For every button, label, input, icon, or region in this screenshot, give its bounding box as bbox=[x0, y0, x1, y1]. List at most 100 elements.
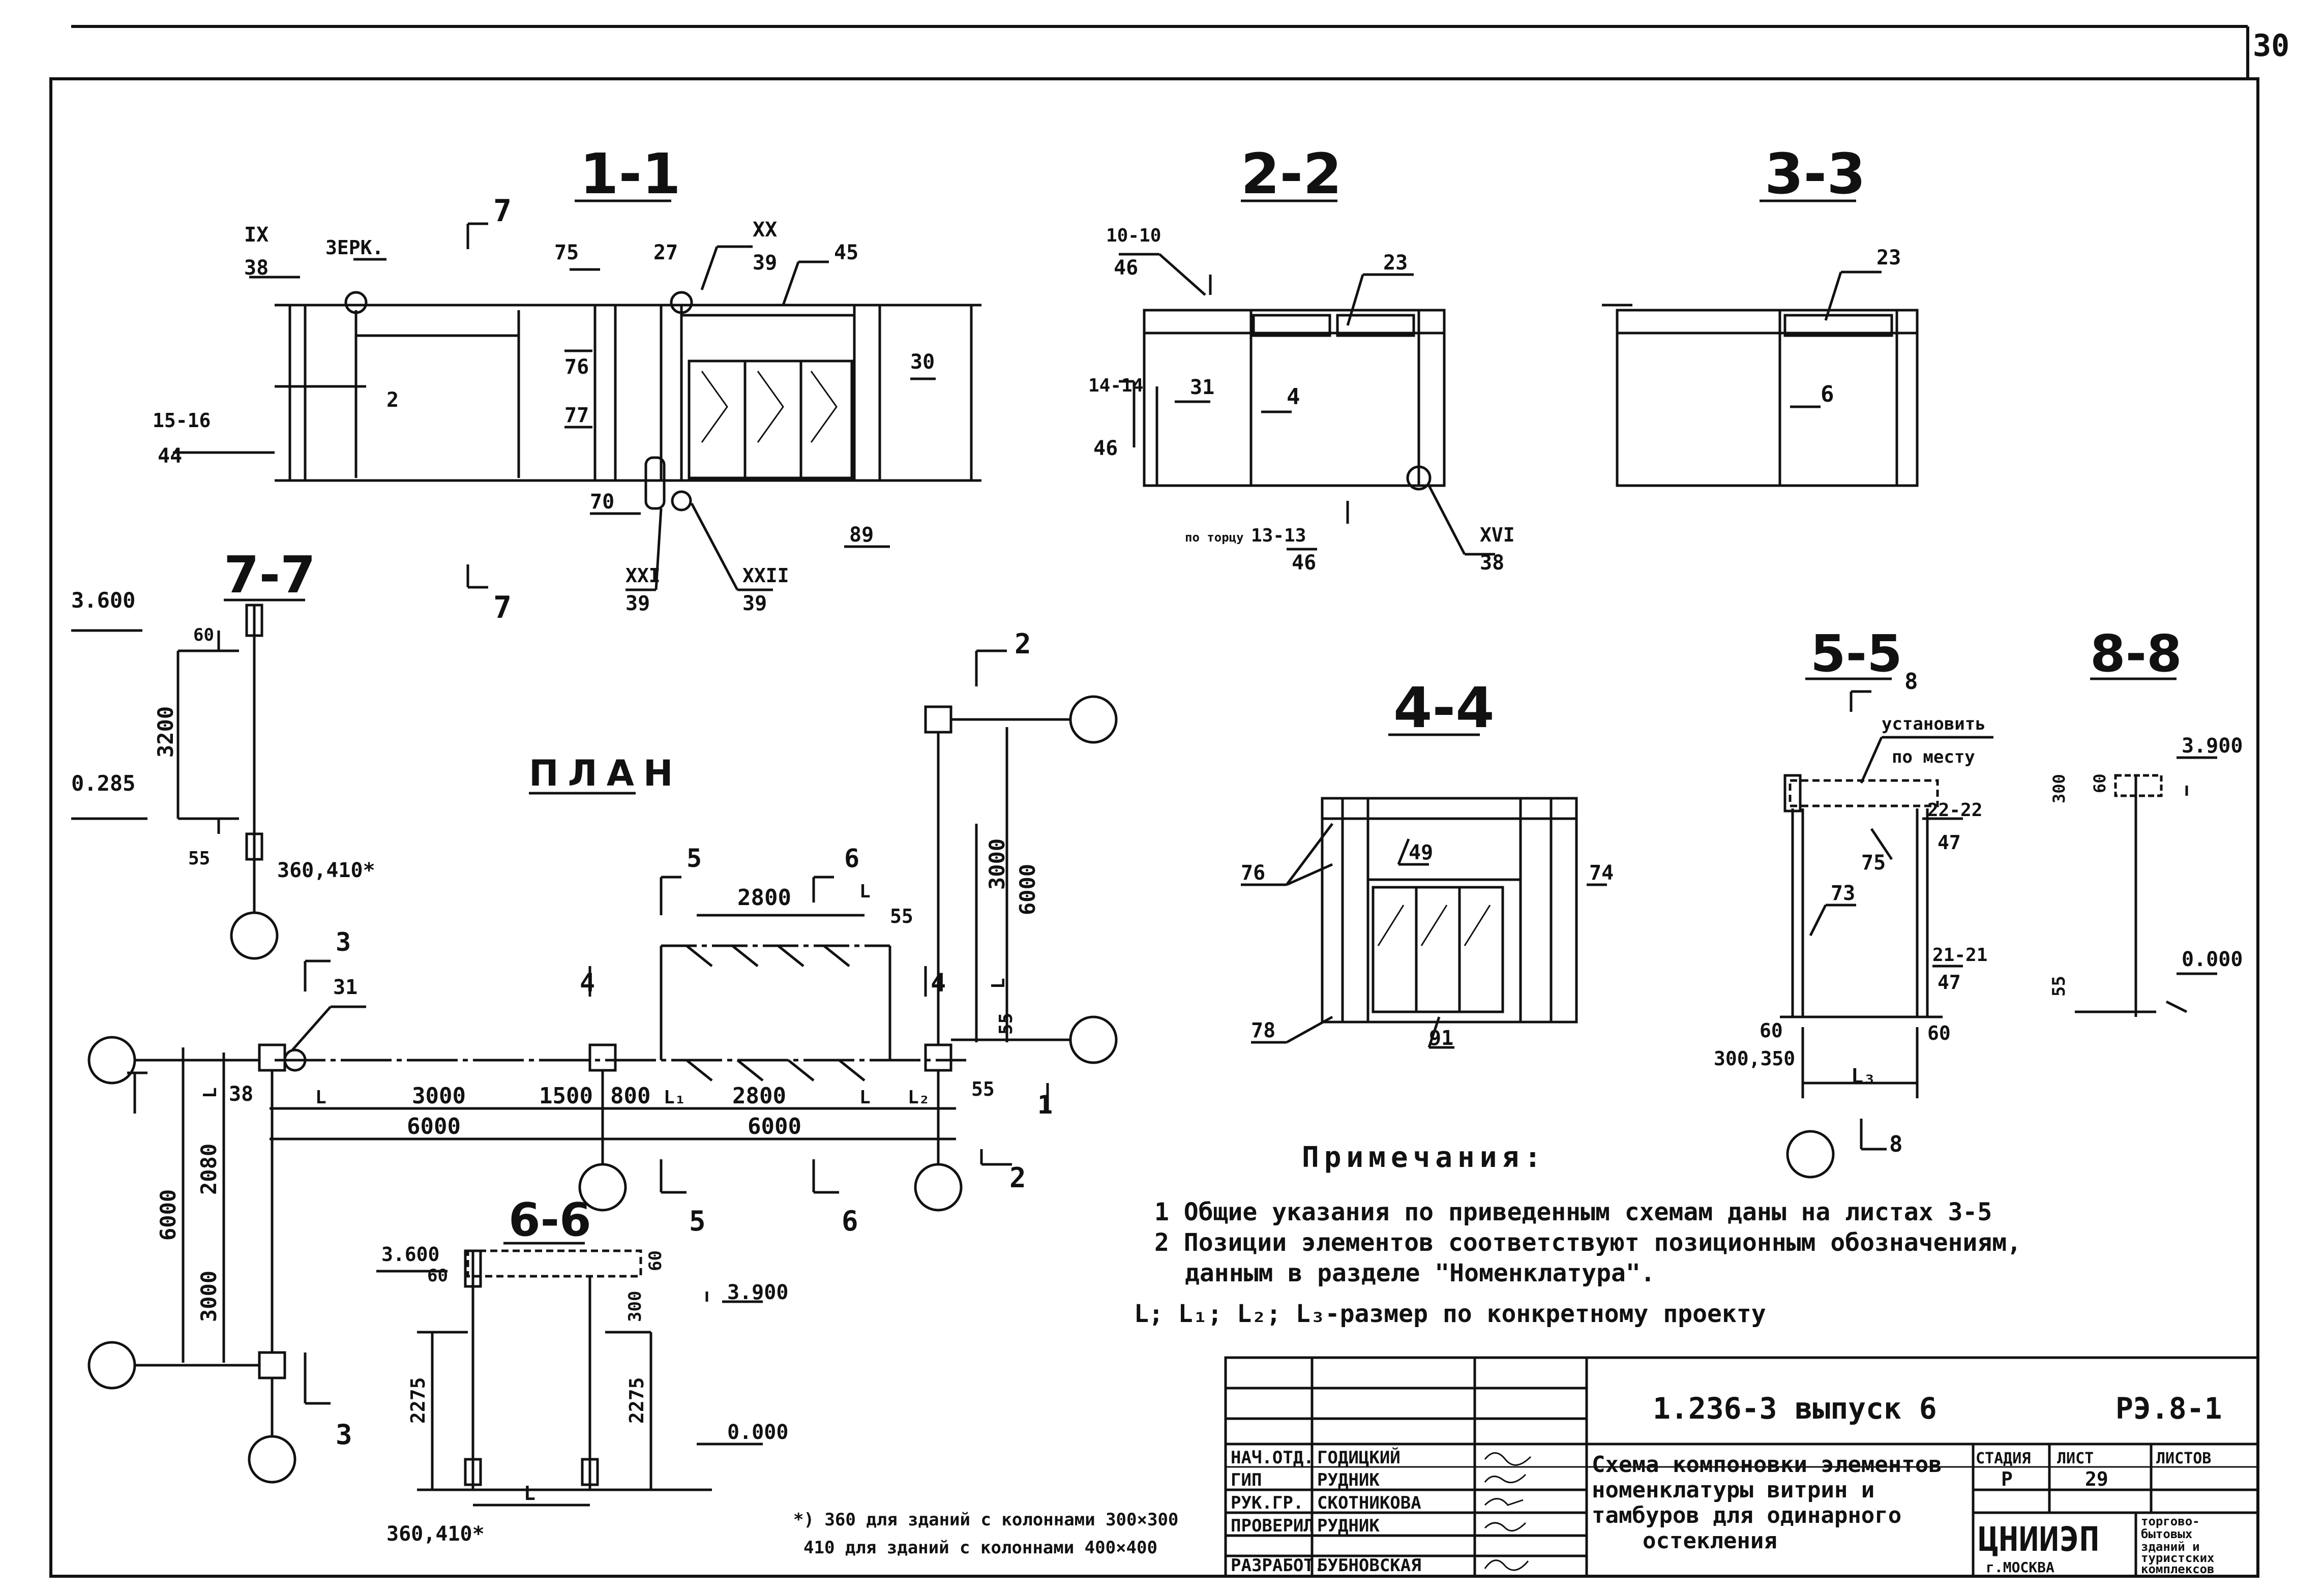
section-5-5: 5-5 8 установить по bbox=[1714, 624, 1993, 1179]
dim-60-66: 60 bbox=[427, 1266, 448, 1286]
plan-left-L: L bbox=[200, 1087, 221, 1098]
label-91: 91 bbox=[1429, 1027, 1453, 1050]
label-70: 70 bbox=[590, 490, 614, 514]
el-3900-88: 3.900 bbox=[2182, 734, 2243, 758]
tb-name-0: ГОДИЦКИЙ bbox=[1317, 1447, 1401, 1468]
install-2: по месту bbox=[1892, 747, 1975, 767]
label-49: 49 bbox=[1409, 841, 1433, 864]
label-xx: XX bbox=[753, 218, 777, 242]
tb-role-1: ГИП bbox=[1231, 1470, 1262, 1490]
dim-2275-b: 2275 bbox=[625, 1377, 648, 1424]
section-3-3: 3-3 23 6 bbox=[1602, 141, 1919, 487]
label-76: 76 bbox=[564, 355, 589, 379]
tb-stage: Р bbox=[2001, 1468, 2013, 1490]
section-7-7-title: 7-7 bbox=[224, 545, 316, 605]
label-ix: IX bbox=[244, 223, 269, 247]
plan-arrow-6: 6 bbox=[844, 844, 859, 873]
plan-dim-800: 800 bbox=[610, 1083, 650, 1109]
plan-dim-55-c: 55 bbox=[996, 1013, 1017, 1035]
tb-role-4: РАЗРАБОТ. bbox=[1231, 1555, 1324, 1576]
section-6-6-title: 6-6 bbox=[509, 1193, 591, 1247]
label-89: 89 bbox=[849, 523, 874, 547]
tb-stage-h: СТАДИЯ bbox=[1976, 1450, 2031, 1467]
sheet-frame bbox=[49, 25, 2259, 1578]
label-xvi-sheet: 38 bbox=[1480, 551, 1504, 575]
note-2b: данным в разделе "Номенклатура". bbox=[1185, 1259, 1655, 1287]
plan-arrow-1: 1 bbox=[1037, 1090, 1053, 1120]
plan-dim-L1: L₁ bbox=[664, 1087, 686, 1108]
label-14-14-sheet: 46 bbox=[1093, 437, 1118, 460]
label-14-14: 14-14 bbox=[1088, 375, 1143, 396]
el-3900-66: 3.900 bbox=[727, 1281, 788, 1304]
section-8-8: 8-8 3.900 300 60 0.000 55 bbox=[2049, 624, 2243, 1017]
tb-dept-2: бытовых bbox=[2141, 1527, 2192, 1541]
label-22-22: 22-22 bbox=[1927, 800, 1982, 821]
footnote-2: 410 для зданий с колоннами 400×400 bbox=[803, 1538, 1157, 1558]
label-2: 2 bbox=[386, 388, 399, 412]
notes-title: Примечания: bbox=[1302, 1141, 1546, 1174]
plan-dim-L: L bbox=[859, 881, 871, 902]
plan-label-31: 31 bbox=[333, 976, 357, 999]
notes: Примечания: 1 Общие указания по приведен… bbox=[793, 1141, 2021, 1558]
dim-60-88: 60 bbox=[2090, 773, 2109, 793]
tb-dept-3: зданий и bbox=[2141, 1540, 2200, 1554]
label-75: 75 bbox=[554, 241, 579, 264]
footnote-1: *) 360 для зданий с колоннами 300×300 bbox=[793, 1510, 1178, 1530]
section-5-5-title: 5-5 bbox=[1810, 624, 1902, 683]
section-2-2-title: 2-2 bbox=[1241, 141, 1342, 206]
el-0000-66: 0.000 bbox=[727, 1421, 788, 1444]
el-0285: 0.285 bbox=[71, 771, 135, 796]
label-45: 45 bbox=[834, 241, 858, 264]
section-4-4-title: 4-4 bbox=[1393, 675, 1495, 740]
plan-title: ПЛАН bbox=[529, 753, 682, 794]
tb-title-1: Схема компоновки элементов bbox=[1592, 1452, 1942, 1478]
section-7-7: 7-7 3.600 60 3200 0.285 55 360,410* bbox=[71, 545, 375, 960]
label-13-13-prefix: по торцу bbox=[1185, 530, 1244, 545]
plan-dim-2800-top: 2800 bbox=[737, 885, 791, 911]
label-77: 77 bbox=[564, 404, 589, 427]
note-2: 2 Позиции элементов соответствуют позици… bbox=[1154, 1228, 2021, 1257]
note-3: L; L₁; L₂; L₃-размер по конкретному прое… bbox=[1134, 1300, 1766, 1328]
label-15-16: 15-16 bbox=[153, 409, 211, 432]
tb-name-3: РУДНИК bbox=[1317, 1516, 1380, 1536]
section-6-6: 6-6 3.600 60 3.900 300 60 2275 2275 0.00… bbox=[376, 1193, 788, 1546]
label-xxii-sheet: 39 bbox=[742, 592, 767, 615]
label-23: 23 bbox=[1383, 251, 1408, 275]
plan-dim-6000-b: 6000 bbox=[748, 1114, 801, 1139]
tb-org: ЦНИИЭП bbox=[1978, 1520, 2099, 1559]
dim-60-55b: 60 bbox=[1927, 1022, 1951, 1044]
section-1-1: 1-1 bbox=[153, 141, 981, 625]
section-1-1-title: 1-1 bbox=[580, 141, 681, 206]
dim-55-88: 55 bbox=[2049, 976, 2069, 997]
tb-city: г.МОСКВА bbox=[1986, 1559, 2054, 1576]
tb-title-4: остекления bbox=[1643, 1528, 1777, 1554]
label-76-44: 76 bbox=[1241, 861, 1265, 885]
tb-dept-5: комплексов bbox=[2141, 1562, 2215, 1576]
label-15-16-sheet: 44 bbox=[158, 444, 182, 468]
label-4: 4 bbox=[1287, 384, 1300, 410]
plan-arrow-3b: 3 bbox=[336, 1419, 352, 1451]
plan-dim-6000-a: 6000 bbox=[407, 1114, 461, 1139]
tb-name-4: БУБНОВСКАЯ bbox=[1317, 1555, 1421, 1576]
dim-300350: 300,350 bbox=[1714, 1047, 1795, 1070]
arrow-8-bottom: 8 bbox=[1889, 1131, 1903, 1157]
label-13-13-sheet: 46 bbox=[1292, 551, 1316, 575]
dim-3200: 3200 bbox=[153, 706, 178, 758]
label-75-55: 75 bbox=[1861, 851, 1886, 875]
plan-label-38: 38 bbox=[229, 1083, 253, 1106]
tb-dept-1: торгово- bbox=[2141, 1514, 2200, 1528]
plan-dim-L2: L₂ bbox=[908, 1087, 930, 1108]
tb-sheet: 29 bbox=[2085, 1468, 2108, 1490]
dim-360410-77: 360,410* bbox=[277, 859, 375, 882]
el-3600-77: 3.600 bbox=[71, 588, 135, 613]
plan-dim-3000: 3000 bbox=[412, 1083, 466, 1109]
tb-sheet-code: РЭ.8-1 bbox=[2116, 1391, 2222, 1426]
install-1: установить bbox=[1882, 714, 1986, 734]
label-23-3: 23 bbox=[1876, 246, 1901, 269]
tb-title-3: тамбуров для одинарного bbox=[1592, 1503, 1901, 1528]
label-10-10: 10-10 bbox=[1106, 225, 1161, 246]
label-xx-sheet: 39 bbox=[753, 251, 777, 275]
label-78: 78 bbox=[1251, 1019, 1275, 1042]
label-mirror: ЗЕРК. bbox=[325, 236, 383, 259]
label-xxi-sheet: 39 bbox=[625, 592, 650, 615]
